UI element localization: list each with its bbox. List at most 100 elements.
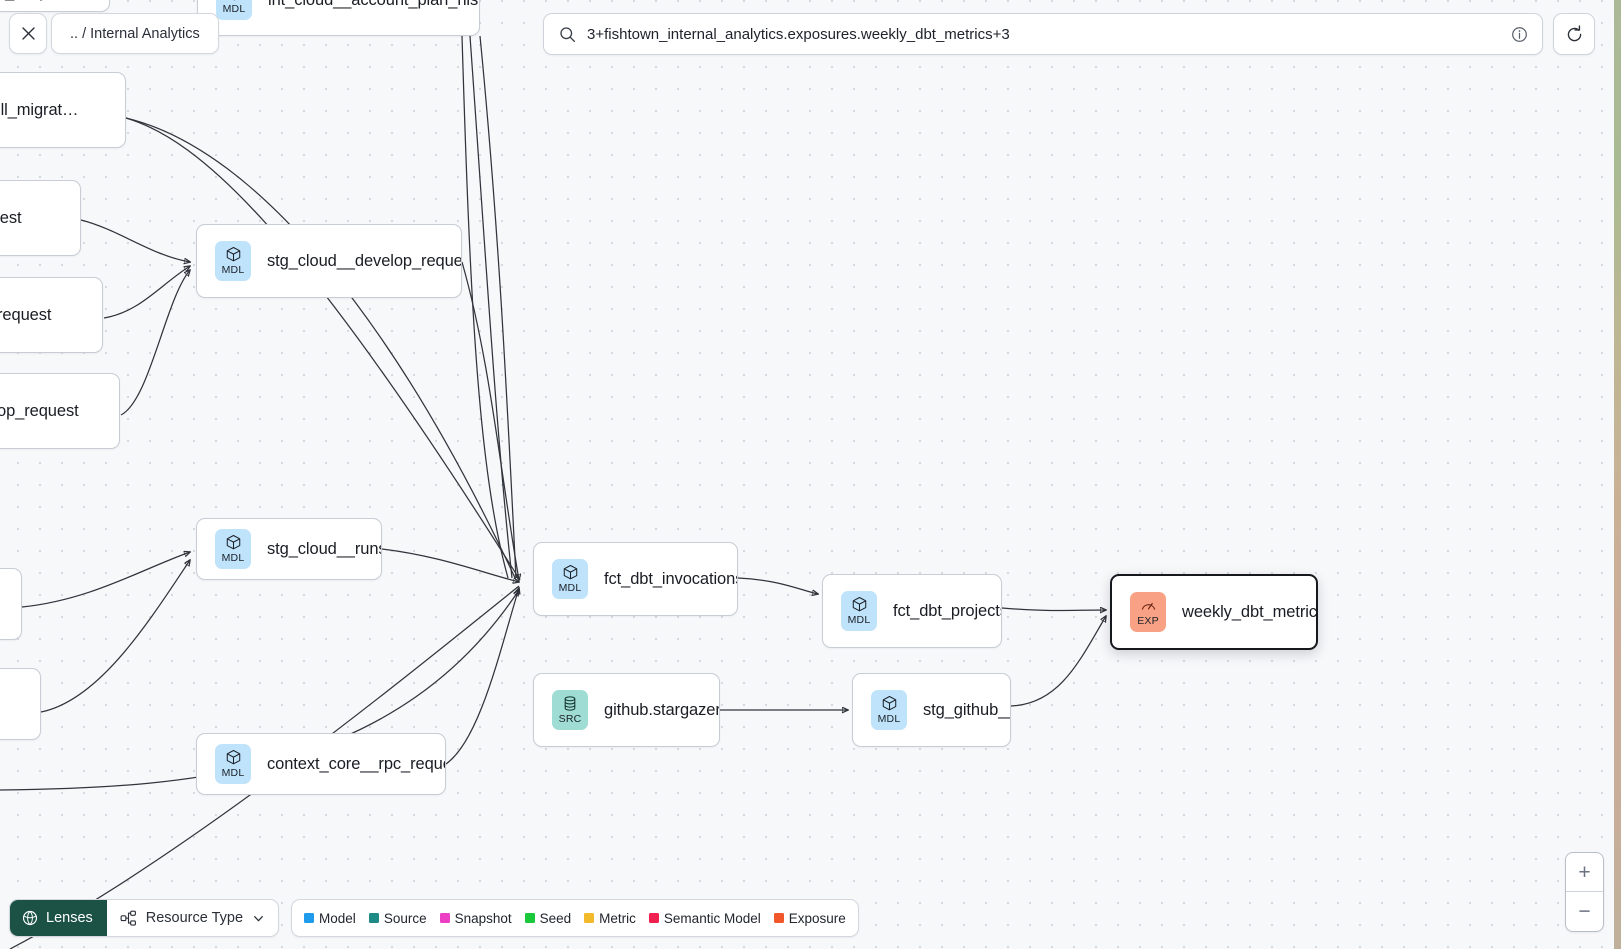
graph-node-stg-github-stars[interactable]: MDL stg_github__stars bbox=[852, 673, 1011, 747]
lens-icon bbox=[22, 910, 38, 926]
node-type-glyph bbox=[562, 564, 579, 581]
refresh-button[interactable] bbox=[1553, 13, 1595, 55]
legend-item-metric[interactable]: Metric bbox=[584, 911, 636, 926]
cube-icon bbox=[233, 0, 235, 1]
zoom-out-button[interactable]: − bbox=[1566, 892, 1603, 931]
node-label: stg_cloud__runs bbox=[267, 539, 382, 558]
cube-icon bbox=[882, 695, 896, 711]
node-type-glyph bbox=[225, 246, 242, 263]
node-type-glyph bbox=[881, 695, 898, 712]
node-type-badge-mdl: MDL bbox=[841, 591, 877, 631]
node-type-label: EXP bbox=[1137, 614, 1159, 627]
lens-controls-group: Lenses Resource Type bbox=[9, 899, 280, 937]
node-label: snapshot_daily bbox=[0, 0, 48, 2]
lenses-label: Lenses bbox=[46, 910, 93, 926]
zoom-out-label: − bbox=[1578, 900, 1591, 923]
graph-node-snapshot-daily[interactable]: snapshot_daily bbox=[0, 0, 110, 12]
close-icon bbox=[21, 27, 35, 40]
graph-node-github-stargazers[interactable]: SRC github.stargazers bbox=[533, 673, 720, 747]
legend-swatch-icon bbox=[584, 913, 595, 923]
graph-node-int-cloud-account-plan[interactable]: MDL int_cloud__account_plan_history bbox=[197, 0, 480, 36]
legend-item-snapshot[interactable]: Snapshot bbox=[439, 911, 512, 926]
lenses-button[interactable]: Lenses bbox=[10, 900, 107, 936]
legend-item-model[interactable]: Model bbox=[304, 911, 356, 926]
node-type-label: MDL bbox=[558, 582, 582, 594]
zoom-in-button[interactable]: + bbox=[1566, 853, 1603, 892]
lineage-bottom-toolbar: Lenses Resource Type Model Source Snapshot… bbox=[9, 899, 859, 937]
screenshot-edge-strip bbox=[1614, 0, 1621, 949]
graph-node-dev-request-2[interactable]: velop_request bbox=[0, 277, 103, 353]
node-type-label: MDL bbox=[221, 767, 245, 779]
resource-type-legend: Model Source Snapshot Seed Metric Semantic Mo… bbox=[291, 899, 859, 937]
node-label: multicell_migrat… bbox=[0, 100, 79, 119]
info-icon[interactable] bbox=[1511, 26, 1528, 43]
node-type-badge-mdl: MDL bbox=[215, 529, 251, 569]
legend-label: Semantic Model bbox=[663, 910, 761, 926]
gauge-icon bbox=[1141, 602, 1155, 610]
lineage-search-area bbox=[543, 13, 1595, 55]
resource-type-icon bbox=[120, 910, 136, 926]
legend-item-semantic-model[interactable]: Semantic Model bbox=[648, 910, 761, 926]
node-type-badge-mdl: MDL bbox=[552, 559, 588, 599]
legend-item-exposure[interactable]: Exposure bbox=[773, 911, 846, 926]
legend-swatch-icon bbox=[439, 913, 450, 923]
node-type-glyph bbox=[226, 0, 243, 2]
breadcrumb-label: .. / Internal Analytics bbox=[70, 25, 200, 42]
refresh-icon bbox=[1567, 24, 1581, 41]
legend-swatch-icon bbox=[524, 913, 535, 923]
graph-node-fct-dbt-projects[interactable]: MDL fct_dbt_projects bbox=[822, 574, 1002, 648]
database-icon bbox=[564, 696, 576, 711]
node-label: context_core__rpc_request bbox=[267, 754, 446, 773]
node-type-badge-mdl: MDL bbox=[216, 0, 252, 20]
node-label: int_cloud__account_plan_history bbox=[268, 0, 479, 10]
search-bar[interactable] bbox=[543, 13, 1543, 55]
graph-node-dev-request-1[interactable]: p_request bbox=[0, 180, 81, 256]
legend-swatch-icon bbox=[304, 913, 315, 923]
chevron-down-icon bbox=[254, 915, 263, 921]
node-label: stg_github__stars bbox=[923, 700, 1010, 719]
legend-swatch-icon bbox=[773, 913, 784, 923]
legend-item-seed[interactable]: Seed bbox=[524, 911, 571, 926]
graph-node-context-core-rpc-request[interactable]: MDL context_core__rpc_request bbox=[196, 733, 446, 795]
node-label: stg_cloud__develop_requests bbox=[267, 251, 462, 270]
cube-icon bbox=[226, 749, 240, 765]
zoom-controls: + − bbox=[1565, 852, 1604, 932]
node-label: p_request bbox=[0, 208, 22, 227]
node-type-glyph bbox=[1140, 598, 1157, 614]
graph-node-left-run-b[interactable]: _run bbox=[0, 668, 41, 740]
cube-icon bbox=[226, 534, 240, 550]
node-label: github.stargazers bbox=[604, 700, 720, 719]
close-button[interactable] bbox=[9, 13, 47, 54]
graph-node-stg-cloud-runs[interactable]: MDL stg_cloud__runs bbox=[196, 518, 382, 580]
node-type-label: MDL bbox=[877, 713, 901, 725]
search-icon bbox=[560, 26, 576, 42]
resource-type-filter[interactable]: Resource Type bbox=[107, 900, 278, 936]
graph-node-dev-request-3[interactable]: _develop_request bbox=[0, 373, 120, 449]
node-type-glyph bbox=[562, 695, 578, 712]
cube-icon bbox=[563, 564, 577, 580]
node-type-glyph bbox=[851, 596, 868, 613]
node-type-badge-src: SRC bbox=[552, 690, 588, 730]
graph-node-fct-dbt-invocations[interactable]: MDL fct_dbt_invocations bbox=[533, 542, 738, 616]
node-type-label: MDL bbox=[221, 264, 245, 276]
node-label: velop_request bbox=[0, 305, 52, 324]
node-type-label: MDL bbox=[222, 3, 246, 15]
legend-swatch-icon bbox=[648, 913, 659, 923]
graph-node-stg-cloud-develop-requests[interactable]: MDL stg_cloud__develop_requests bbox=[196, 224, 462, 298]
graph-node-left-run-a[interactable]: n bbox=[0, 568, 22, 640]
legend-label: Model bbox=[319, 910, 356, 926]
legend-label: Metric bbox=[599, 910, 636, 926]
node-label: fct_dbt_projects bbox=[893, 601, 1002, 620]
graph-node-multicell-migrat[interactable]: multicell_migrat… bbox=[0, 72, 126, 148]
legend-item-source[interactable]: Source bbox=[368, 911, 427, 926]
node-label: fct_dbt_invocations bbox=[604, 569, 738, 588]
legend-swatch-icon bbox=[368, 913, 379, 923]
node-type-badge-exp: EXP bbox=[1130, 592, 1166, 632]
node-label: _develop_request bbox=[0, 401, 79, 420]
search-input[interactable] bbox=[587, 25, 1500, 43]
node-type-label: MDL bbox=[221, 552, 245, 564]
breadcrumb[interactable]: .. / Internal Analytics bbox=[51, 13, 219, 54]
